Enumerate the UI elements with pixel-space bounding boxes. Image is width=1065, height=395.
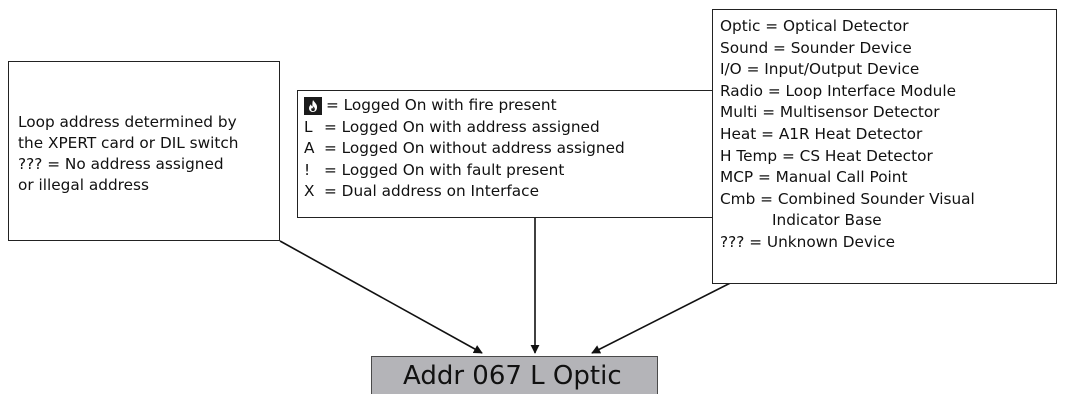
device-item: Heat = A1R Heat Detector [720,124,923,143]
legend-symbol: X [304,182,315,200]
legend-symbol: ! [304,160,311,179]
device-item: Radio = Loop Interface Module [720,81,957,100]
device-type-legend: Optic = Optical Detector Sound = Sounder… [712,9,1057,284]
legend-item-fire: = Logged On with fire present [304,95,771,117]
note-line: ??? = No address assigned [18,155,224,173]
fire-icon [304,96,322,115]
loop-address-note: Loop address determined by the XPERT car… [8,61,280,241]
device-item-continuation: Indicator Base [772,211,882,230]
display-text: Addr 067 L Optic [403,361,622,391]
lcd-display: Addr 067 L Optic [371,356,658,394]
legend-symbol: A [304,139,315,157]
device-item: Sound = Sounder Device [720,38,912,57]
legend-item-l: L = Logged On with address assigned [304,117,771,139]
device-item: ??? = Unknown Device [720,232,896,251]
device-item: Multi = Multisensor Detector [720,103,940,122]
legend-text: = Logged On with address assigned [324,117,600,136]
device-item: Optic = Optical Detector [720,17,909,35]
legend-text: = Logged On without address assigned [324,139,625,157]
arrow-left-to-display [279,240,483,354]
legend-symbol: L [304,117,313,136]
legend-item-x: X = Dual address on Interface [304,181,771,203]
device-item: MCP = Manual Call Point [720,168,908,187]
status-legend: = Logged On with fire present L = Logged… [297,90,772,218]
legend-text: = Dual address on Interface [324,182,540,200]
legend-item-fault: ! = Logged On with fault present [304,160,771,182]
legend-item-a: A = Logged On without address assigned [304,138,771,160]
note-line: or illegal address [18,176,149,194]
legend-text: = Logged On with fault present [324,160,565,179]
device-item: Cmb = Combined Sounder Visual [720,189,975,208]
legend-text: = Logged On with fire present [326,96,557,114]
device-item: I/O = Input/Output Device [720,60,920,79]
note-line: Loop address determined by [18,113,237,131]
note-line: the XPERT card or DIL switch [18,134,239,152]
device-item: H Temp = CS Heat Detector [720,146,933,165]
